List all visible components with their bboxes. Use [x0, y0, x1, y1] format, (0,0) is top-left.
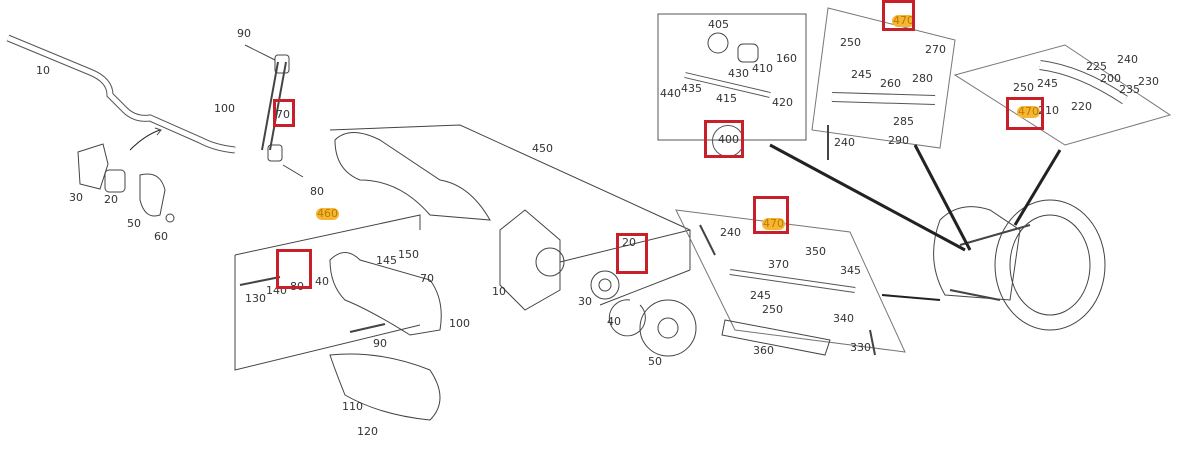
label-235: 235: [1119, 83, 1140, 96]
label-200: 200: [1100, 72, 1121, 85]
label-80: 80: [310, 185, 324, 198]
label-410: 410: [752, 62, 773, 75]
label-240: 240: [720, 226, 741, 239]
label-290: 290: [888, 134, 909, 147]
label-460: 460: [316, 207, 339, 220]
label-50b: 50: [648, 355, 662, 368]
label-120: 120: [357, 425, 378, 438]
label-20b: 20: [622, 236, 636, 249]
label-345: 345: [840, 264, 861, 277]
label-90: 90: [237, 27, 251, 40]
label-400: 400: [718, 133, 739, 146]
label-40b: 40: [607, 315, 621, 328]
label-430: 430: [728, 67, 749, 80]
label-245: 245: [750, 289, 771, 302]
driveshaft-450: [334, 132, 491, 221]
label-435: 435: [681, 82, 702, 95]
label-415: 415: [716, 92, 737, 105]
label-160: 160: [776, 52, 797, 65]
label-470: 470: [762, 217, 785, 230]
label-450: 450: [532, 142, 553, 155]
cover-360: [721, 319, 831, 356]
label-100b: 100: [449, 317, 470, 330]
label-405: 405: [708, 18, 729, 31]
label-145: 145: [376, 254, 397, 267]
label-340: 340: [833, 312, 854, 325]
hub-50: [639, 299, 697, 357]
label-250-top: 250: [840, 36, 861, 49]
label-330: 330: [850, 341, 871, 354]
label-440: 440: [660, 87, 681, 100]
highlight-box-20: [616, 233, 648, 274]
label-70: 70: [276, 108, 290, 121]
label-20: 20: [104, 193, 118, 206]
label-470-top: 470: [892, 14, 915, 27]
label-30b: 30: [578, 295, 592, 308]
label-130: 130: [245, 292, 266, 305]
highlight-box-470-top: [882, 0, 915, 31]
cover-110: [329, 353, 441, 421]
label-50: 50: [127, 217, 141, 230]
label-260: 260: [880, 77, 901, 90]
bushing-20: [104, 169, 126, 193]
label-285: 285: [893, 115, 914, 128]
label-240-top: 240: [834, 136, 855, 149]
label-10: 10: [36, 64, 50, 77]
label-230: 230: [1138, 75, 1159, 88]
label-270: 270: [925, 43, 946, 56]
label-110: 110: [342, 400, 363, 413]
bolt-60: [165, 213, 175, 223]
bracket-30: [77, 143, 109, 190]
highlight-box-70: [273, 99, 295, 127]
highlight-box-80: [276, 249, 312, 289]
clamp-50: [139, 173, 166, 217]
label-370: 370: [768, 258, 789, 271]
label-245-right: 245: [1037, 77, 1058, 90]
label-60: 60: [154, 230, 168, 243]
highlight-box-400: [704, 120, 744, 158]
label-90b: 90: [373, 337, 387, 350]
label-350: 350: [805, 245, 826, 258]
control-arm-70: [329, 252, 442, 336]
label-250-right: 250: [1013, 81, 1034, 94]
label-280: 280: [912, 72, 933, 85]
label-10b: 10: [492, 285, 506, 298]
label-240-right: 240: [1117, 53, 1138, 66]
label-245-top: 245: [851, 68, 872, 81]
label-100: 100: [214, 102, 235, 115]
label-30: 30: [69, 191, 83, 204]
label-220: 220: [1071, 100, 1092, 113]
highlight-box-470-middle: [753, 196, 789, 234]
label-225: 225: [1086, 60, 1107, 73]
label-70b: 70: [420, 272, 434, 285]
label-470-right: 470: [1017, 105, 1040, 118]
label-40: 40: [315, 275, 329, 288]
steering-knuckle-10: [499, 209, 561, 311]
label-250: 250: [762, 303, 783, 316]
label-150: 150: [398, 248, 419, 261]
label-420: 420: [772, 96, 793, 109]
label-360: 360: [753, 344, 774, 357]
highlight-box-470-right: [1006, 97, 1044, 130]
